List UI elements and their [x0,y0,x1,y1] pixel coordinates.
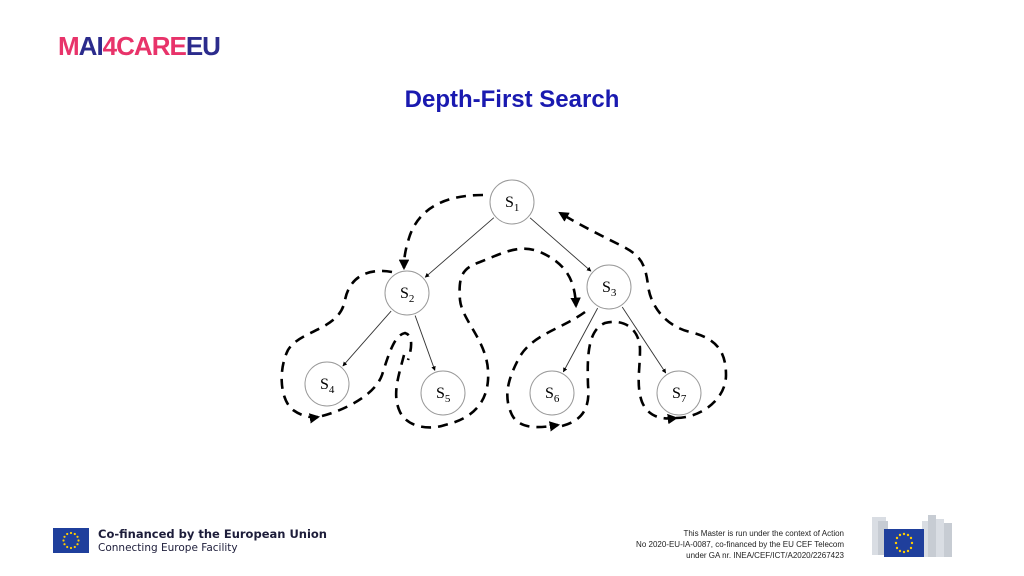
tree-node-label: S5 [436,385,451,405]
tree-edge-s2-s5 [414,315,436,371]
action-note-line-1: This Master is run under the context of … [683,529,844,538]
tree-node-s7: S7 [656,370,702,416]
action-note-line-3: under GA nr. INEA/CEF/ICT/A2020/2267423 [686,551,844,560]
tree-edge-s2-s4 [342,310,392,367]
tree-node-label-base: S [602,279,611,296]
tree-node-label-subscript: 4 [329,384,335,396]
slide-title: Depth-First Search [404,86,620,113]
tree-node-s6: S6 [529,370,575,416]
tree-node-label-subscript: 2 [409,293,415,305]
tree-node-circle [529,370,575,416]
european-commission-logo [866,513,958,564]
tree-node-label-base: S [400,285,409,302]
traversal-segment-around-s5 [394,247,581,429]
tree-edges [342,217,667,374]
cofinanced-text: Co-financed by the European Union [98,527,327,541]
tree-node-label-base: S [505,194,514,211]
tree-node-label: S6 [545,385,560,405]
tree-node-label-base: S [436,385,445,402]
tree-edge-s3-s6 [562,307,599,373]
tree-node-label: S1 [505,194,519,214]
tree-node-label-subscript: 1 [514,202,520,214]
traversal-segment-around-s6 [506,310,586,432]
eu-flag-icon [53,528,89,553]
tree-edge-s3-s7 [621,306,667,374]
tree-node-label-subscript: 3 [611,287,617,299]
logo-four: 4 [102,31,118,61]
cef-text: Connecting Europe Facility [98,542,238,554]
tree-node-s1: S1 [489,179,535,225]
tree-node-circle [384,270,430,316]
tree-node-label: S4 [320,376,335,396]
tree-node-label-subscript: 7 [681,393,687,405]
tree-node-label: S7 [672,385,687,405]
tree-node-circle [489,179,535,225]
tree-node-circle [656,370,702,416]
tree-node-label: S3 [602,279,617,299]
traversal-segment-up-between [321,331,413,418]
traversal-segment-up-to-s7 [561,320,679,428]
traversal-segment-s1-to-s2 [398,193,484,271]
tree-edge-s1-s2 [424,217,495,278]
tree-edge-s1-s3 [529,217,592,272]
tree-node-label: S2 [400,285,414,305]
tree-node-s4: S4 [304,361,350,407]
tree-node-circle [420,370,466,416]
tree-node-label-base: S [545,385,554,402]
logo-eu: EU [185,31,221,61]
logo-m: M [58,31,80,61]
tree-node-label-subscript: 6 [554,393,560,405]
logo-care: CARE [116,31,187,61]
action-note: This Master is run under the context of … [636,528,844,561]
action-note-line-2: No 2020-EU-IA-0087, co-financed by the E… [636,540,844,549]
tree-node-label-subscript: 5 [445,393,451,405]
tree-node-label-base: S [320,376,329,393]
mai4careu-logo: MAI4CAREEU [58,31,221,61]
logo-ai: AI [78,31,104,61]
tree-node-s2: S2 [384,270,430,316]
traversal-segment-around-s4 [280,269,393,424]
tree-node-circle [304,361,350,407]
traversal-path [280,193,728,432]
traversal-segment-return-to-s1 [558,211,728,420]
tree-node-s3: S3 [586,264,632,310]
tree-node-label-base: S [672,385,681,402]
tree-node-s5: S5 [420,370,466,416]
tree-node-circle [586,264,632,310]
